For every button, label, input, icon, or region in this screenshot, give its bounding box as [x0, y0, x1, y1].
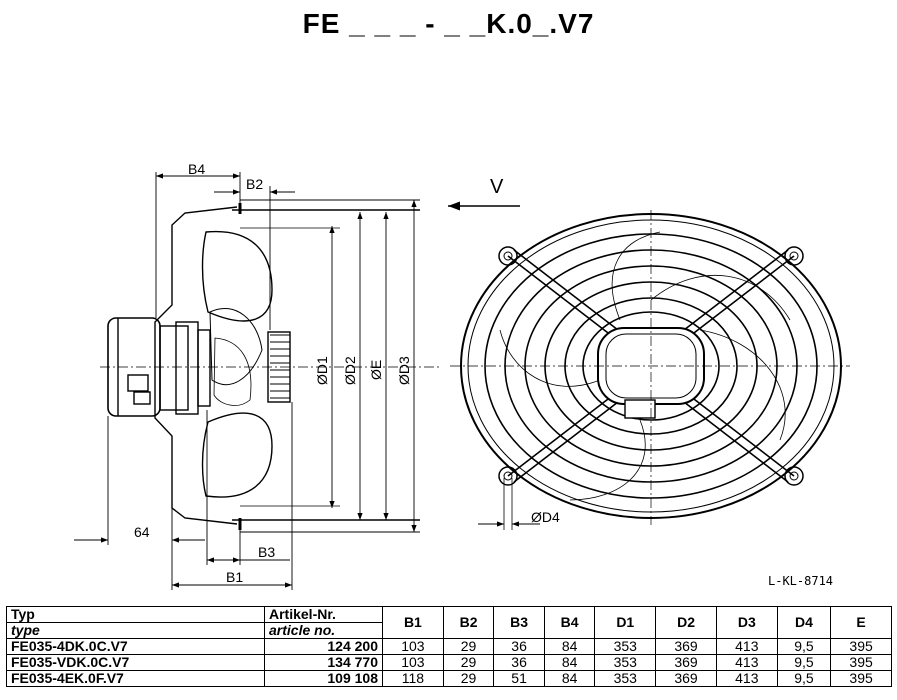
cell-value: 353 — [594, 670, 657, 687]
dim-d2-label: ØD2 — [342, 356, 358, 385]
dim-d1-label: ØD1 — [314, 356, 330, 385]
cell-value: 369 — [655, 654, 717, 671]
cell-value: 103 — [382, 638, 444, 655]
cell-value: 369 — [655, 670, 717, 687]
header-typ: Typ — [6, 606, 265, 623]
cell-value: 118 — [382, 670, 444, 687]
header-artikel: Artikel-Nr. — [264, 606, 383, 623]
cell-value: 395 — [830, 670, 892, 687]
header-col: D2 — [655, 606, 717, 639]
header-col: E — [830, 606, 892, 639]
drawing-title: FE _ _ _ - _ _K.0_.V7 — [302, 8, 595, 39]
cell-value: 9,5 — [776, 654, 832, 671]
side-view — [100, 203, 440, 530]
cell-type: FE035-4EK.0F.V7 — [6, 670, 265, 687]
drawing-reference: L-KL-8714 — [768, 574, 834, 588]
cell-value: 29 — [442, 670, 495, 687]
table-subheader-row: type article no. — [6, 622, 892, 639]
cell-value: 413 — [715, 654, 778, 671]
cell-value: 84 — [543, 638, 596, 655]
airflow-v-label: V — [490, 176, 504, 198]
cell-value: 395 — [830, 638, 892, 655]
dim-d4-label: ØD4 — [531, 509, 560, 525]
header-col: B3 — [493, 606, 545, 639]
technical-drawing: B4 B2 64 B3 B1 V ØD1 ØD2 ØE ØD3 — [74, 161, 850, 590]
cell-value: 29 — [442, 654, 495, 671]
dim-b3-label: B3 — [258, 544, 275, 560]
header-type: type — [6, 622, 265, 639]
dim-64-label: 64 — [134, 524, 150, 540]
cell-type: FE035-4DK.0C.V7 — [6, 638, 265, 655]
cell-value: 36 — [493, 654, 545, 671]
cell-value: 29 — [442, 638, 495, 655]
dim-e-label: ØE — [368, 360, 384, 380]
cell-article: 124 200 — [264, 638, 383, 655]
cell-value: 84 — [543, 670, 596, 687]
cell-type: FE035-VDK.0C.V7 — [6, 654, 265, 671]
front-view — [450, 210, 850, 530]
header-col: B1 — [382, 606, 444, 639]
dim-b1-label: B1 — [226, 569, 243, 585]
header-col: B2 — [442, 606, 495, 639]
header-col: D3 — [715, 606, 778, 639]
cell-value: 353 — [594, 638, 657, 655]
header-article: article no. — [264, 622, 383, 639]
cell-article: 109 108 — [264, 670, 383, 687]
dim-d3-label: ØD3 — [396, 356, 412, 385]
cell-value: 353 — [594, 654, 657, 671]
cell-value: 413 — [715, 638, 778, 655]
cell-value: 9,5 — [776, 638, 832, 655]
table-header-row: Typ Artikel-Nr. B1 B2 B3 B4 D1 D2 D3 D4 … — [6, 606, 892, 639]
cell-value: 51 — [493, 670, 545, 687]
cell-value: 9,5 — [776, 670, 832, 687]
cell-value: 103 — [382, 654, 444, 671]
cell-value: 369 — [655, 638, 717, 655]
cell-value: 36 — [493, 638, 545, 655]
specification-table: Typ Artikel-Nr. B1 B2 B3 B4 D1 D2 D3 D4 … — [6, 606, 892, 687]
cell-value: 84 — [543, 654, 596, 671]
dim-b4-label: B4 — [188, 161, 205, 177]
cell-value: 395 — [830, 654, 892, 671]
header-col: D1 — [594, 606, 657, 639]
header-col: D4 — [776, 606, 832, 639]
cell-value: 413 — [715, 670, 778, 687]
cell-article: 134 770 — [264, 654, 383, 671]
dim-b2-label: B2 — [246, 176, 263, 192]
header-col: B4 — [543, 606, 596, 639]
